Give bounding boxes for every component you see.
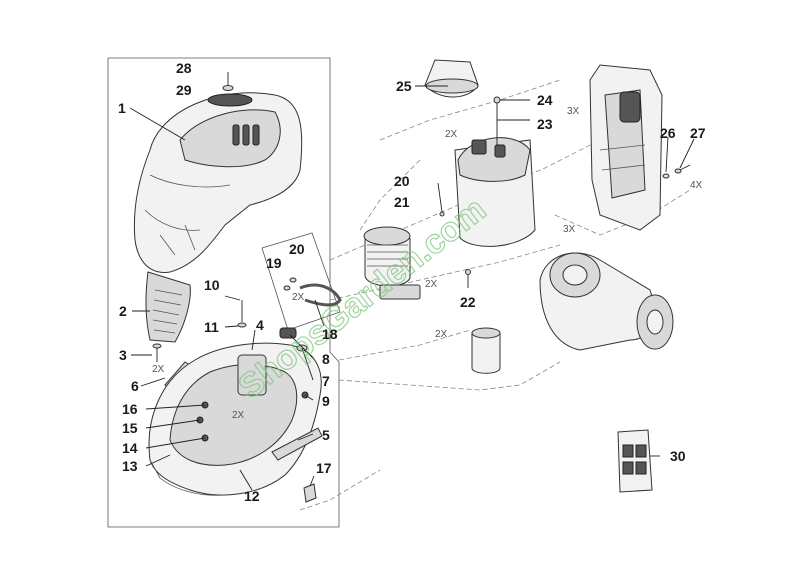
callout-17: 17 — [316, 460, 332, 476]
callout-3: 3 — [119, 347, 127, 363]
callout-30: 30 — [670, 448, 686, 464]
callout-22: 22 — [460, 294, 476, 310]
pump-block-part — [439, 96, 536, 275]
quantity-mark: 2X — [152, 364, 165, 375]
callout-7: 7 — [322, 373, 330, 389]
quantity-mark: 2X — [425, 279, 438, 290]
top-cover-part — [133, 92, 303, 273]
callout-10: 10 — [204, 277, 220, 293]
quantity-mark: 4X — [690, 180, 703, 191]
callout-19: 19 — [266, 255, 282, 271]
callout-23: 23 — [537, 116, 553, 132]
callout-11: 11 — [204, 319, 219, 335]
callout-26: 26 — [660, 125, 676, 141]
quantity-mark: 3X — [567, 106, 580, 117]
motor-part — [363, 226, 421, 300]
quantity-marks: 2X 2X 2X 2X 2X 2X 3X 3X 4X — [152, 106, 703, 421]
frame-screw-parts — [662, 164, 691, 179]
callout-9: 9 — [322, 393, 330, 409]
leader-lines — [129, 85, 695, 491]
label-sheet-part — [617, 429, 653, 493]
callout-8: 8 — [322, 351, 330, 367]
quantity-mark: 2X — [292, 292, 305, 303]
callout-16: 16 — [122, 401, 138, 417]
quantity-mark: 2X — [435, 329, 448, 340]
callout-21: 21 — [394, 194, 410, 210]
callout-15: 15 — [122, 420, 138, 436]
housing-group-frame — [107, 57, 340, 528]
callout-13: 13 — [122, 458, 138, 474]
callout-28: 28 — [176, 60, 192, 76]
callout-20-hose: 20 — [289, 241, 305, 257]
callout-4: 4 — [256, 317, 264, 333]
wheel-chassis-part — [539, 252, 674, 351]
callout-25: 25 — [396, 78, 412, 94]
small-screw-part — [152, 343, 162, 362]
hose-group — [261, 232, 342, 331]
housing-screw-part — [237, 300, 247, 328]
callout-29: 29 — [176, 82, 192, 98]
callout-20-pump: 20 — [394, 173, 410, 189]
callout-18: 18 — [322, 326, 338, 342]
callout-1: 1 — [118, 100, 126, 116]
side-panel-part — [271, 427, 323, 461]
quantity-mark: 3X — [563, 224, 576, 235]
quantity-mark: 2X — [445, 129, 458, 140]
callout-24: 24 — [537, 92, 553, 108]
filter-cartridge-part — [471, 327, 501, 374]
front-grille-part — [145, 271, 191, 343]
cover-screw-part — [222, 72, 234, 91]
handle-frame-part — [589, 64, 663, 231]
top-cap-part — [424, 59, 479, 98]
watermark-text: ShopsGarden.com — [232, 190, 494, 406]
callout-5: 5 — [322, 427, 330, 443]
callout-6: 6 — [131, 378, 139, 394]
callout-12: 12 — [244, 488, 260, 504]
callout-2: 2 — [119, 303, 127, 319]
callout-27: 27 — [690, 125, 706, 141]
bottom-clip-part — [303, 483, 317, 503]
callout-14: 14 — [122, 440, 138, 456]
callout-labels: 28 29 1 2 3 10 11 4 6 16 15 14 13 12 8 7… — [118, 60, 706, 504]
quantity-mark: 2X — [232, 410, 245, 421]
